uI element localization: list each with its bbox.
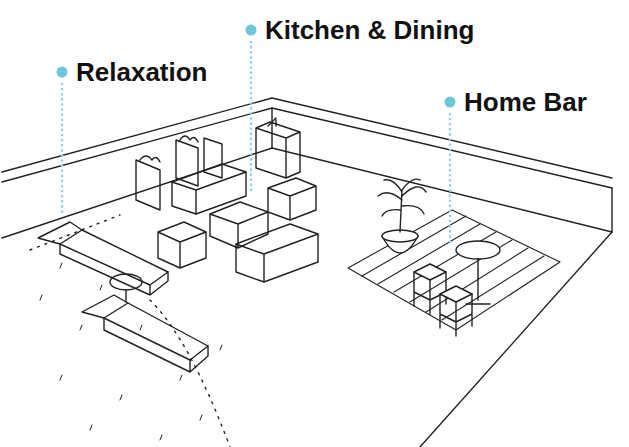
zone-label: Relaxation <box>76 59 208 85</box>
deck-rug <box>348 210 560 330</box>
leader-dot <box>445 97 456 108</box>
bar-stool <box>440 286 472 336</box>
wall-inner-edge <box>2 108 612 188</box>
zone-label: Home Bar <box>464 89 587 115</box>
potted-plant <box>378 179 426 253</box>
leader-lines <box>62 42 450 246</box>
zone-label: Kitchen & Dining <box>265 17 474 43</box>
grass-tufts <box>40 263 222 440</box>
lounge-chair <box>82 295 208 372</box>
leader-dot <box>246 25 257 36</box>
grass-edge <box>30 215 230 447</box>
leader-dot <box>57 67 68 78</box>
lounge-chair <box>38 222 168 295</box>
leader-line <box>61 84 64 214</box>
coffee-table <box>210 202 268 248</box>
sofa <box>236 224 318 282</box>
leader-line <box>449 114 452 246</box>
floor-back-edge <box>2 148 612 238</box>
leader-line <box>250 42 253 190</box>
wall-corner <box>272 108 612 232</box>
back-plants <box>136 118 300 210</box>
floor-right-edge <box>420 232 612 447</box>
sofa <box>172 164 246 214</box>
bar-stool <box>414 264 446 314</box>
armchair <box>158 222 206 268</box>
armchair <box>268 178 316 220</box>
side-table <box>110 274 142 302</box>
